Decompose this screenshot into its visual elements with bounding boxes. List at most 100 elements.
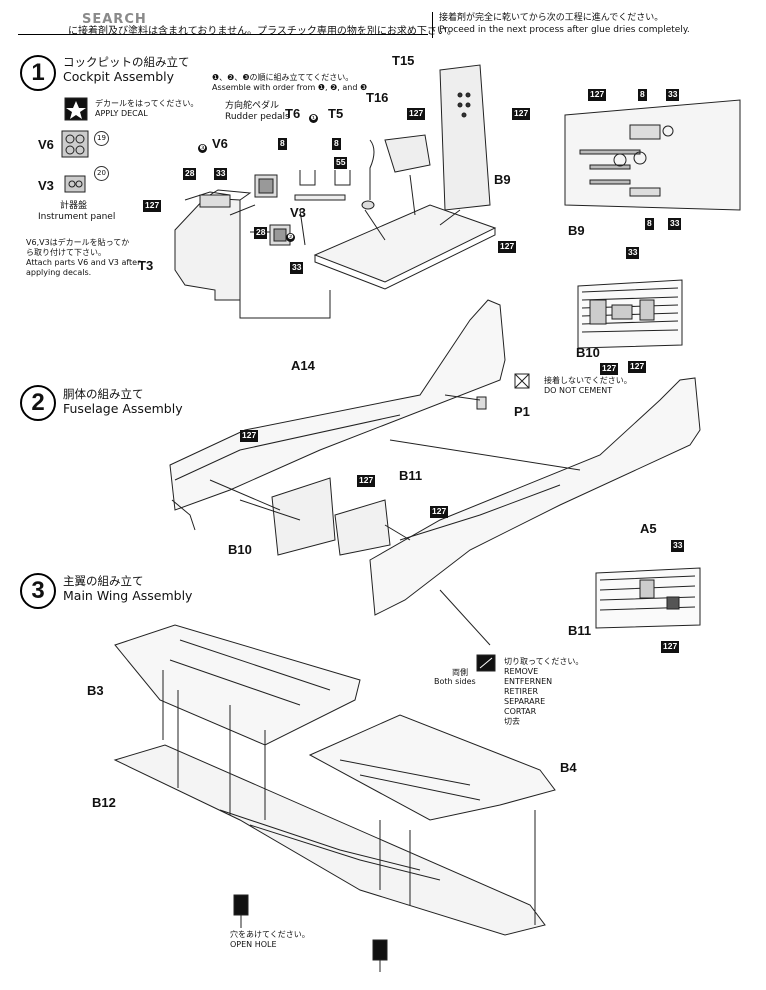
wing-b12-drawing	[113, 744, 546, 936]
header-glue-note: 接着剤が完全に乾いてから次の工程に進んでください。 Proceed in the…	[432, 12, 757, 38]
decal-20-badge: 20	[94, 166, 109, 181]
assembly-order-jp: ❶、❷、❸の順に組み立ててください。	[212, 73, 354, 82]
rudder-pedals-en: Rudder pedals	[225, 112, 290, 122]
do-not-cement-en: DO NOT CEMENT	[544, 386, 613, 395]
remove-instructions: 切り取ってください。 REMOVE ENTFERNEN RETIRER SEPA…	[504, 657, 583, 727]
label-a14: A14	[291, 358, 315, 373]
paint-tag-33: 33	[668, 218, 682, 230]
paint-tag-127: 127	[357, 475, 376, 487]
paint-tag-8: 8	[645, 218, 654, 230]
v6v3-note-jp1: V6,V3はデカールを貼ってか	[26, 238, 130, 247]
open-hole-en: OPEN HOLE	[230, 940, 277, 949]
step-2-title-jp: 胴体の組み立て	[63, 387, 144, 401]
paint-tag-127: 127	[240, 430, 259, 442]
both-sides-en: Both sides	[434, 677, 476, 686]
wing-b3-drawing	[114, 624, 361, 746]
label-v6: V6	[38, 137, 54, 152]
glue-note-en: Proceed in the next process after glue d…	[439, 25, 690, 35]
b9-detail-drawing	[564, 99, 741, 211]
label-v6-main: V6	[212, 136, 228, 151]
label-b4: B4	[560, 760, 577, 775]
remove-fr: RETIRER	[504, 687, 539, 696]
label-t16: T16	[366, 90, 389, 105]
remove-de: ENTFERNEN	[504, 677, 553, 686]
paint-tag-33: 33	[671, 540, 685, 552]
step-order-2: ❷	[286, 233, 295, 242]
instrument-panel-en: Instrument panel	[38, 212, 116, 222]
label-a5: A5	[640, 521, 657, 536]
paint-tag-55: 55	[334, 157, 348, 169]
paint-tag-127: 127	[628, 361, 647, 373]
decal-star-drawing	[64, 97, 88, 121]
open-hole-marker-1	[233, 894, 249, 928]
label-b11: B11	[399, 468, 423, 483]
label-v3-main: V3	[290, 205, 306, 220]
paint-tag-127: 127	[600, 363, 619, 375]
label-t6: T6	[285, 106, 301, 121]
v6v3-note-en1: Attach parts V6 and V3 after	[26, 258, 141, 267]
label-t3: T3	[138, 258, 154, 273]
paint-tag-33: 33	[666, 89, 680, 101]
label-p1: P1	[514, 404, 530, 419]
paint-tag-33: 33	[626, 247, 640, 259]
paint-tag-127: 127	[143, 200, 162, 212]
label-b9-detail: B9	[568, 223, 585, 238]
remove-zh: 切去	[504, 717, 520, 726]
part-t3-drawing	[174, 189, 252, 301]
b11-detail-drawing	[595, 567, 701, 629]
step-1-title-jp: コックピットの組み立て	[63, 55, 190, 69]
label-v3: V3	[38, 178, 54, 193]
assembly-order-en: Assemble with order from ❶, ❷, and ❸	[212, 83, 368, 92]
paint-tag-127: 127	[407, 108, 426, 120]
watermark-site: SEARCH	[82, 12, 147, 27]
remove-it: SEPARARE	[504, 697, 546, 706]
wing-b4-drawing	[308, 714, 556, 821]
label-b10: B10	[228, 542, 252, 557]
remove-en: REMOVE	[504, 667, 539, 676]
paint-tag-127: 127	[498, 241, 517, 253]
label-b10-detail: B10	[576, 345, 600, 360]
paint-tag-33: 33	[290, 262, 304, 274]
no-cement-icon	[514, 373, 530, 389]
step-3-number: 3	[20, 573, 56, 609]
v6v3-note-en2: applying decals.	[26, 268, 92, 277]
open-hole-jp: 穴をあけてください。	[230, 930, 310, 939]
v3-panel-drawing	[64, 175, 86, 193]
remove-es: CORTAR	[504, 707, 537, 716]
paint-tag-33: 33	[214, 168, 228, 180]
step-3-title-jp: 主翼の組み立て	[63, 574, 144, 588]
label-b9: B9	[494, 172, 511, 187]
label-b3: B3	[87, 683, 104, 698]
cut-icon	[476, 654, 496, 672]
header-caution-bar: SEARCH に接着剤及び塗料は含まれておりません。プラスチック専用の物を別にお…	[18, 12, 457, 37]
b10-detail-drawing	[577, 279, 683, 349]
paint-tag-127: 127	[512, 108, 531, 120]
label-t5: T5	[328, 106, 344, 121]
do-not-cement-jp: 接着しないでください。	[544, 376, 632, 385]
fuselage-a14-drawing	[169, 299, 506, 531]
step-2-title-en: Fuselage Assembly	[63, 401, 183, 416]
paint-tag-8: 8	[332, 138, 341, 150]
header-left-note: に接着剤及び塗料は含まれておりません。プラスチック専用の物を別にお求め下さい。	[68, 26, 457, 37]
apply-decal-jp: デカールをはってください。	[95, 99, 199, 108]
step-2-number: 2	[20, 385, 56, 421]
remove-jp: 切り取ってください。	[504, 657, 584, 666]
step-1-title-en: Cockpit Assembly	[63, 69, 175, 84]
both-sides-jp: 両側	[452, 668, 468, 677]
glue-note-jp: 接着剤が完全に乾いてから次の工程に進んでください。	[439, 13, 664, 23]
paint-tag-8: 8	[638, 89, 647, 101]
instrument-panel-jp: 計器盤	[60, 201, 88, 211]
paint-tag-127: 127	[661, 641, 680, 653]
step-order-1: ❶	[309, 114, 318, 123]
open-hole-marker-2	[372, 939, 388, 972]
apply-decal-en: APPLY DECAL	[95, 109, 148, 118]
decal-19-badge: 19	[94, 131, 109, 146]
paint-tag-28: 28	[254, 227, 268, 239]
paint-tag-127: 127	[588, 89, 607, 101]
fuselage-a5-drawing	[369, 377, 701, 616]
paint-tag-8: 8	[278, 138, 287, 150]
step-3-title-en: Main Wing Assembly	[63, 588, 193, 603]
step-1-number: 1	[20, 55, 56, 91]
step-order-3: ❸	[198, 144, 207, 153]
